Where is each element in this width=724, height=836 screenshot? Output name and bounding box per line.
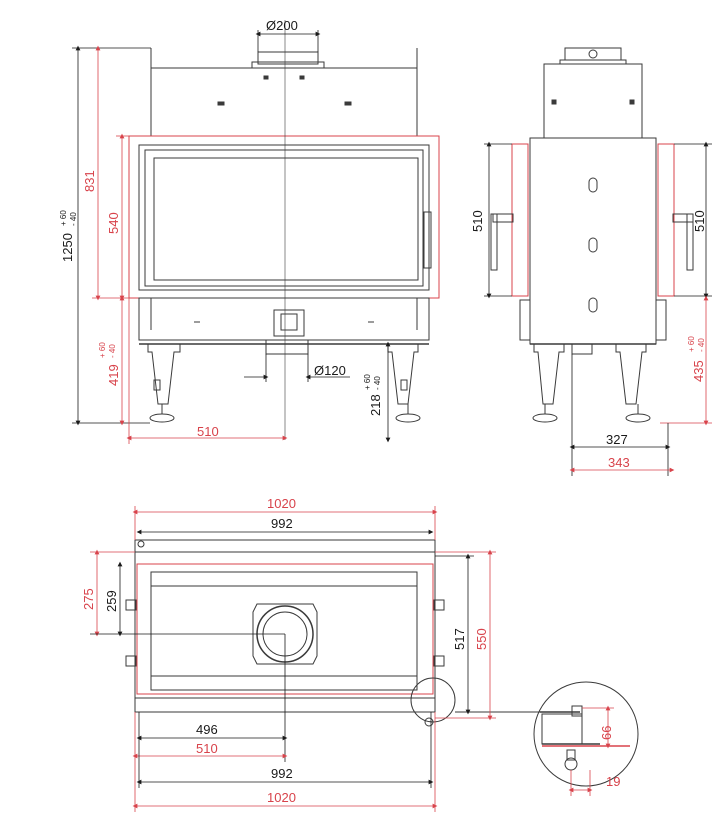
label-side-depth-inner: 327: [606, 432, 628, 447]
label-top-outer-width: 1020: [267, 496, 296, 511]
foot-left: [149, 413, 175, 423]
side-dimensions: [484, 141, 712, 476]
foot-right: [395, 413, 421, 423]
side-body: [529, 137, 657, 345]
label-side-depth-outer: 343: [608, 455, 630, 470]
label-side-glass-right: 510: [692, 210, 707, 232]
label-top-flue-offset-inner: 496: [196, 722, 218, 737]
label-leg-tol-minus: - 40: [373, 376, 382, 390]
label-base-height: 419: [106, 364, 121, 386]
label-top-depth-left-outer: 275: [81, 588, 96, 610]
detail-labels: 66 19: [599, 726, 620, 789]
label-base-tol-plus: + 60: [98, 342, 107, 358]
hood-body: [150, 67, 418, 137]
label-upper-height: 831: [82, 170, 97, 192]
flue-collar-top: [257, 51, 319, 65]
label-top-inner-width: 992: [271, 516, 293, 531]
label-flue-bottom: Ø120: [314, 363, 346, 378]
leg-right: [387, 343, 419, 405]
side-leg-left: [533, 343, 565, 405]
side-hood: [543, 63, 643, 139]
detail-view: [533, 681, 639, 787]
label-total-height-tol-plus: + 60: [59, 210, 68, 226]
flue-bottom: [265, 339, 309, 355]
flue-collar-base: [251, 61, 325, 69]
air-regulator: [273, 309, 305, 337]
label-leg-tol-plus: + 60: [363, 374, 372, 390]
label-bottom-outer-width: 1020: [267, 790, 296, 805]
detail-callout-circle: [410, 677, 456, 723]
top-dimensions: [90, 506, 496, 812]
door-inner: [144, 149, 424, 287]
label-total-height: 1250: [60, 233, 75, 262]
front-frame-outer: [128, 135, 440, 299]
side-view: [490, 47, 694, 423]
lower-body: [138, 297, 430, 341]
top-labels: 1020 992 275 259 517 550 496 510 992 102…: [81, 496, 489, 805]
side-labels: 510 510 435 + 60 - 40 327 343: [470, 210, 707, 470]
door-frame: [138, 144, 430, 291]
label-base-tol-minus: - 40: [108, 344, 117, 358]
label-side-base-height: 435: [691, 360, 706, 382]
label-detail-vertical: 66: [599, 726, 614, 740]
front-view: [128, 20, 440, 440]
front-labels: Ø200 Ø120 1250 + 60 - 40 831 540 419 + 6…: [59, 18, 383, 439]
leg-left: [147, 343, 181, 405]
label-top-depth-left-inner: 259: [104, 590, 119, 612]
label-top-depth-right-outer: 550: [474, 628, 489, 650]
label-glass-height: 540: [106, 212, 121, 234]
side-frame-right: [657, 143, 675, 297]
label-leg-height: 218: [368, 394, 383, 416]
label-center-width: 510: [197, 424, 219, 439]
label-side-glass-left: 510: [470, 210, 485, 232]
top-front-rail: [134, 539, 436, 553]
label-bottom-inner-width: 992: [271, 766, 293, 781]
top-inner-box: [150, 571, 418, 691]
side-frame-left: [511, 143, 529, 297]
label-top-depth-right-inner: 517: [452, 628, 467, 650]
side-leg-right: [615, 343, 647, 405]
label-flue-top: Ø200: [266, 18, 298, 33]
label-side-base-tol-minus: - 40: [697, 338, 706, 352]
detail-dimensions: [568, 705, 614, 796]
front-dimensions: [72, 30, 391, 444]
label-side-base-tol-plus: + 60: [687, 336, 696, 352]
detail-circle: [533, 681, 639, 787]
top-flue-flange: [252, 603, 318, 665]
label-total-height-tol-minus: - 40: [69, 212, 78, 226]
glass-panel: [153, 157, 419, 281]
door-handle: [423, 211, 432, 269]
label-detail-horizontal: 19: [606, 774, 620, 789]
label-top-flue-offset-outer: 510: [196, 741, 218, 756]
